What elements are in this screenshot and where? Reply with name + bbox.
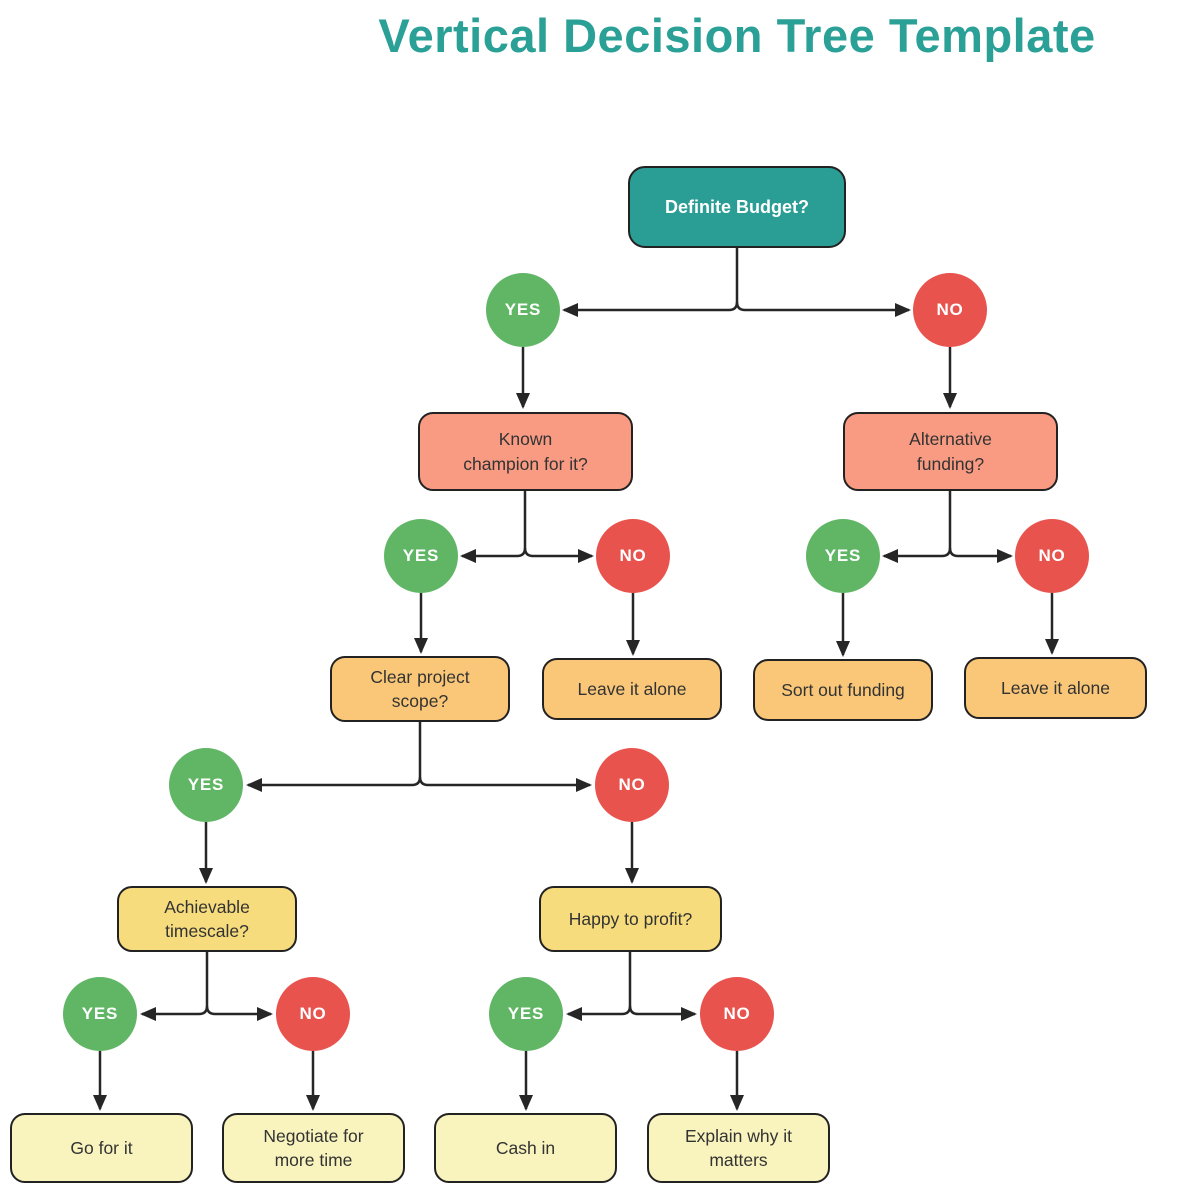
- connector-kc-to-yes: [460, 491, 527, 563]
- branch-no-budget: NO: [913, 273, 987, 347]
- branch-yes-champion: YES: [384, 519, 458, 593]
- connector-cs-to-no: [418, 776, 592, 792]
- connector-at-to-yes: [140, 952, 209, 1021]
- node-definite-budget: Definite Budget?: [628, 166, 846, 248]
- node-cash-in: Cash in: [434, 1113, 617, 1183]
- branch-no-timescale: NO: [276, 977, 350, 1051]
- branch-no-funding: NO: [1015, 519, 1089, 593]
- page-title: Vertical Decision Tree Template: [378, 9, 1096, 62]
- connector-af-to-yes: [882, 491, 952, 563]
- connector-at-to-no: [205, 1005, 273, 1021]
- branch-no-champion: NO: [596, 519, 670, 593]
- node-go-for-it: Go for it: [10, 1113, 193, 1183]
- node-clear-project-scope: Clear project scope?: [330, 656, 510, 722]
- branch-yes-timescale: YES: [63, 977, 137, 1051]
- node-achievable-timescale: Achievable timescale?: [117, 886, 297, 952]
- node-sort-out-funding: Sort out funding: [753, 659, 933, 721]
- branch-yes-scope: YES: [169, 748, 243, 822]
- node-negotiate-for-more-time: Negotiate for more time: [222, 1113, 405, 1183]
- connector-cs-to-yes: [246, 722, 422, 792]
- connector-hp-to-no: [628, 1005, 697, 1021]
- node-leave-it-alone-right: Leave it alone: [964, 657, 1147, 719]
- branch-no-scope: NO: [595, 748, 669, 822]
- branch-yes-profit: YES: [489, 977, 563, 1051]
- node-explain-why-it-matters: Explain why it matters: [647, 1113, 830, 1183]
- branch-no-profit: NO: [700, 977, 774, 1051]
- node-leave-it-alone-left: Leave it alone: [542, 658, 722, 720]
- connector-root-to-no: [735, 301, 911, 317]
- node-alternative-funding: Alternative funding?: [843, 412, 1058, 491]
- connector-hp-to-yes: [566, 952, 632, 1021]
- node-known-champion: Known champion for it?: [418, 412, 633, 491]
- connector-af-to-no: [948, 547, 1013, 563]
- connector-kc-to-no: [523, 547, 594, 563]
- branch-yes-budget: YES: [486, 273, 560, 347]
- node-happy-to-profit: Happy to profit?: [539, 886, 722, 952]
- branch-yes-funding: YES: [806, 519, 880, 593]
- connector-root-to-yes: [562, 248, 739, 317]
